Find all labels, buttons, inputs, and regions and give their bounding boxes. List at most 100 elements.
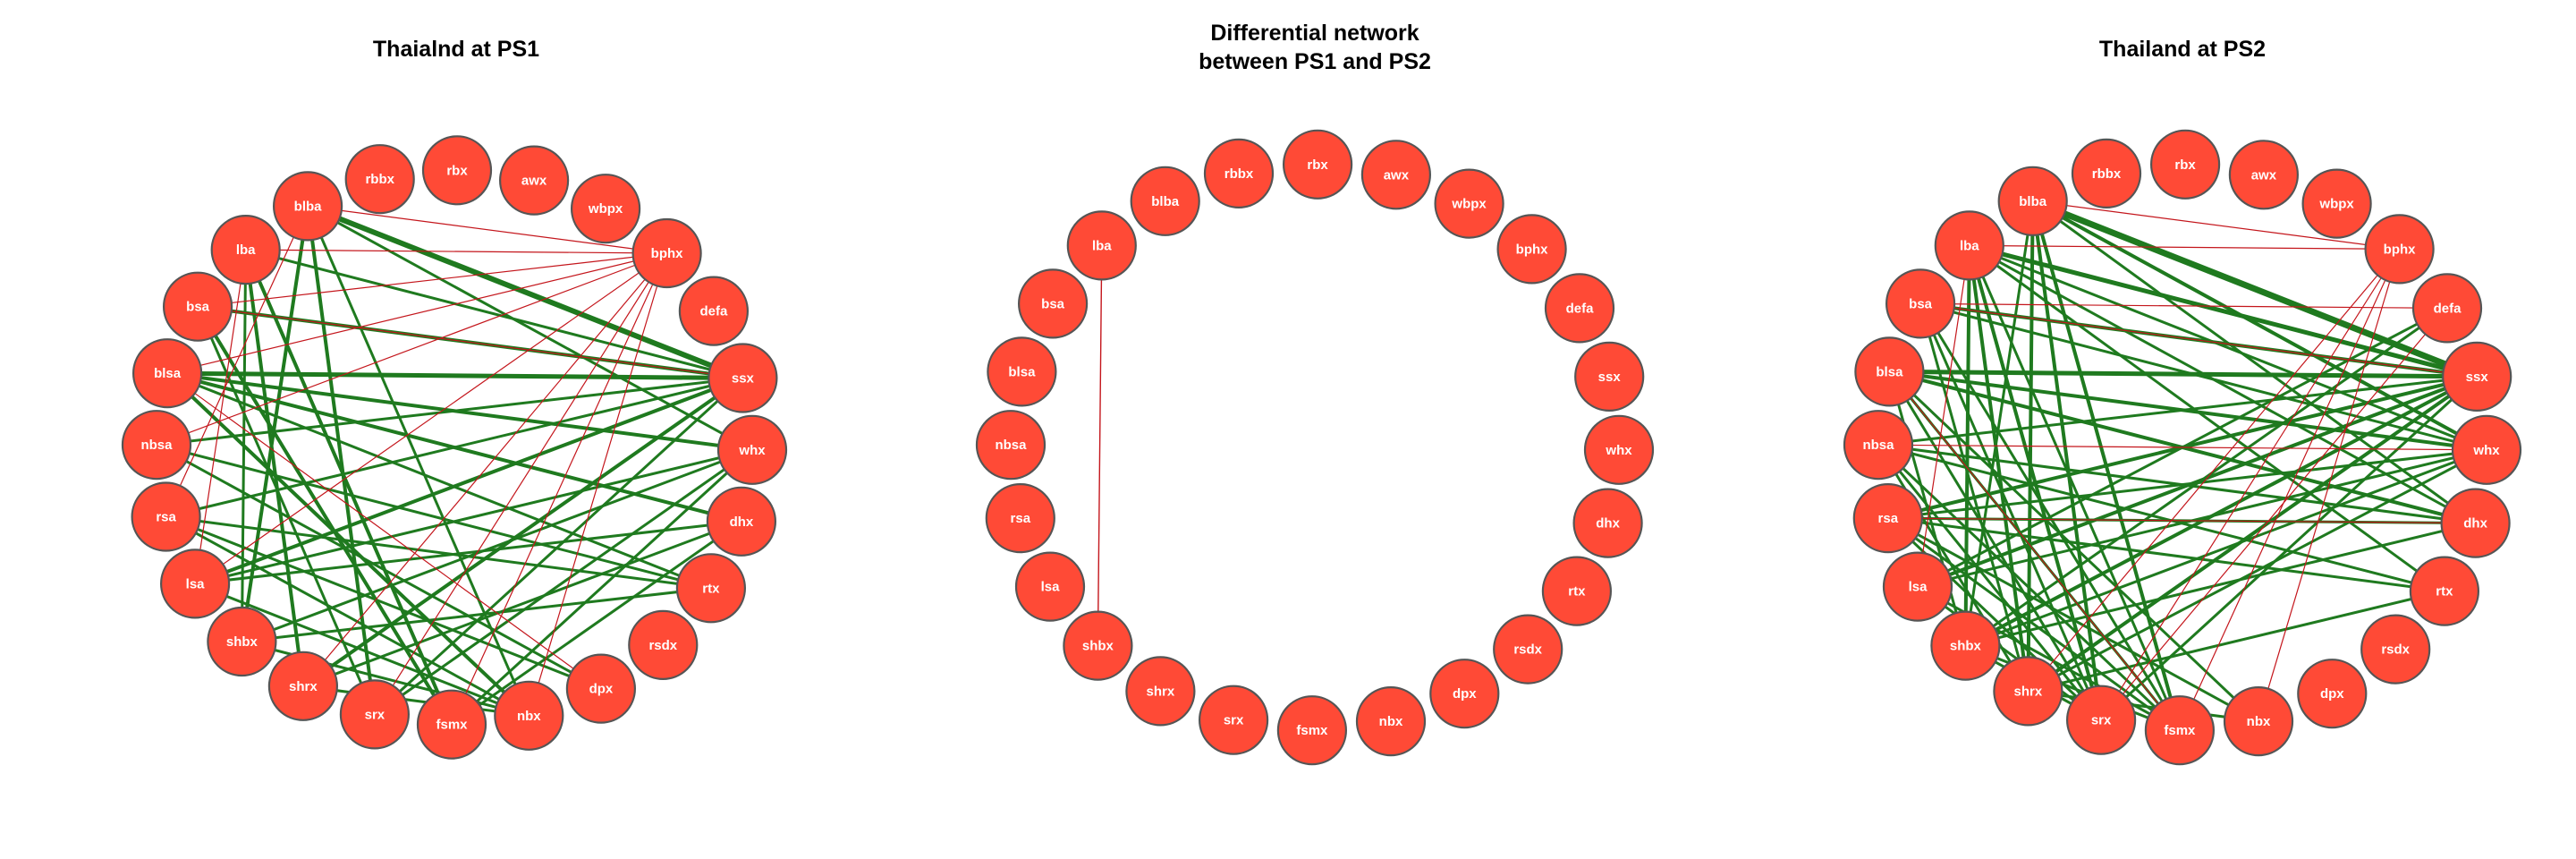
node-shbx[interactable]: shbx: [1930, 610, 2001, 681]
edge-blba-whx-positive: [2030, 199, 2488, 452]
node-circle: [2301, 168, 2372, 239]
node-wbpx[interactable]: wbpx: [2301, 168, 2372, 239]
node-label: rsa: [1011, 511, 1031, 526]
node-wbpx[interactable]: wbpx: [570, 174, 641, 244]
node-shbx[interactable]: shbx: [207, 606, 277, 677]
node-label: shrx: [2014, 684, 2043, 699]
node-label: rsdx: [2381, 642, 2410, 658]
node-bphx[interactable]: bphx: [1496, 214, 1567, 285]
node-circle: [2451, 414, 2522, 485]
node-shrx[interactable]: shrx: [1125, 656, 1196, 727]
node-rsa[interactable]: rsa: [131, 481, 201, 552]
edge-bphx-bsa-negative: [197, 252, 668, 308]
node-whx[interactable]: whx: [1583, 414, 1655, 485]
node-lsa[interactable]: lsa: [1014, 551, 1086, 622]
node-bphx[interactable]: bphx: [631, 217, 702, 289]
node-circle: [210, 215, 281, 285]
node-shrx[interactable]: shrx: [1993, 656, 2063, 727]
node-defa[interactable]: defa: [1544, 273, 1615, 344]
node-nbsa[interactable]: nbsa: [975, 410, 1046, 481]
node-rbbx[interactable]: rbbx: [344, 144, 415, 215]
node-circle: [2223, 685, 2294, 757]
node-dpx[interactable]: dpx: [565, 653, 637, 724]
node-wbpx[interactable]: wbpx: [1434, 168, 1504, 239]
node-rsdx[interactable]: rsdx: [2360, 614, 2431, 685]
node-dhx[interactable]: dhx: [1572, 488, 1643, 558]
edge-rtx-rsa-positive: [165, 515, 713, 590]
node-rbx[interactable]: rbx: [1282, 129, 1353, 200]
node-ssx[interactable]: ssx: [1574, 341, 1645, 412]
node-nbx[interactable]: nbx: [1355, 685, 1427, 757]
node-srx[interactable]: srx: [1199, 685, 1269, 755]
node-rbx[interactable]: rbx: [421, 135, 493, 206]
node-rtx[interactable]: rtx: [2409, 556, 2480, 626]
node-rtx[interactable]: rtx: [1541, 556, 1613, 626]
node-srx[interactable]: srx: [2066, 685, 2137, 755]
node-defa[interactable]: defa: [678, 276, 750, 346]
node-ssx[interactable]: ssx: [2442, 341, 2512, 412]
node-circle: [1544, 273, 1615, 344]
node-bsa[interactable]: bsa: [1885, 268, 1956, 339]
node-bsa[interactable]: bsa: [1018, 268, 1089, 339]
node-blba[interactable]: blba: [273, 171, 343, 242]
node-circle: [1930, 610, 2001, 681]
node-defa[interactable]: defa: [2411, 273, 2483, 344]
node-circle: [565, 653, 637, 724]
node-bsa[interactable]: bsa: [163, 271, 233, 342]
node-fsmx[interactable]: fsmx: [1276, 695, 1347, 766]
node-lsa[interactable]: lsa: [1882, 551, 1953, 622]
node-blsa[interactable]: blsa: [987, 336, 1057, 407]
node-circle: [2066, 685, 2137, 755]
node-nbsa[interactable]: nbsa: [121, 410, 192, 481]
node-srx[interactable]: srx: [339, 679, 410, 750]
node-rbbx[interactable]: rbbx: [2071, 138, 2142, 208]
node-nbx[interactable]: nbx: [494, 680, 564, 751]
node-label: whx: [738, 443, 766, 458]
node-blsa[interactable]: blsa: [132, 338, 203, 409]
node-label: srx: [1224, 713, 1244, 728]
edge-shbx-fsmx-positive: [1963, 644, 2182, 732]
node-label: rsa: [156, 510, 176, 525]
node-lsa[interactable]: lsa: [160, 549, 231, 619]
node-rsa[interactable]: rsa: [1852, 482, 1923, 554]
node-awx[interactable]: awx: [498, 145, 570, 216]
node-nbx[interactable]: nbx: [2223, 685, 2294, 757]
node-rbbx[interactable]: rbbx: [1203, 138, 1275, 208]
node-blba[interactable]: blba: [1997, 166, 2068, 236]
node-nbsa[interactable]: nbsa: [1843, 410, 1914, 481]
node-awx[interactable]: awx: [1360, 140, 1432, 210]
node-fsmx[interactable]: fsmx: [416, 689, 487, 760]
node-bphx[interactable]: bphx: [2364, 214, 2435, 285]
node-dpx[interactable]: dpx: [2297, 659, 2368, 729]
node-dhx[interactable]: dhx: [2440, 488, 2511, 558]
node-rtx[interactable]: rtx: [675, 553, 747, 624]
node-lba[interactable]: lba: [210, 215, 281, 285]
node-lba[interactable]: lba: [1934, 210, 2004, 281]
edge-ssx-lsa-positive: [193, 376, 745, 586]
edge-lba-fsmx-positive: [243, 248, 453, 727]
node-rbx[interactable]: rbx: [2149, 129, 2221, 200]
node-dhx[interactable]: dhx: [706, 486, 777, 557]
node-shbx[interactable]: shbx: [1063, 610, 1133, 681]
node-rsdx[interactable]: rsdx: [1493, 614, 1563, 685]
node-awx[interactable]: awx: [2228, 140, 2300, 210]
node-label: blba: [2019, 194, 2046, 209]
node-whx[interactable]: whx: [2451, 414, 2522, 485]
node-blba[interactable]: blba: [1130, 166, 1200, 236]
edge-whx-nbsa-negative: [1877, 444, 2487, 451]
node-ssx[interactable]: ssx: [708, 343, 778, 413]
node-circle: [121, 410, 192, 481]
node-whx[interactable]: whx: [716, 414, 788, 485]
node-rsdx[interactable]: rsdx: [628, 609, 699, 681]
node-blsa[interactable]: blsa: [1854, 336, 1925, 407]
node-lba[interactable]: lba: [1066, 210, 1137, 281]
node-label: defa: [1566, 301, 1595, 316]
node-dpx[interactable]: dpx: [1429, 659, 1500, 729]
edge-lba-shbx-negative: [1097, 244, 1103, 647]
node-fsmx[interactable]: fsmx: [2144, 695, 2216, 766]
node-rsa[interactable]: rsa: [985, 482, 1055, 554]
edge-blsa-fsmx-negative: [1888, 370, 2181, 731]
edge-shrx-nbx-positive: [2026, 689, 2260, 723]
node-shrx[interactable]: shrx: [267, 651, 338, 721]
